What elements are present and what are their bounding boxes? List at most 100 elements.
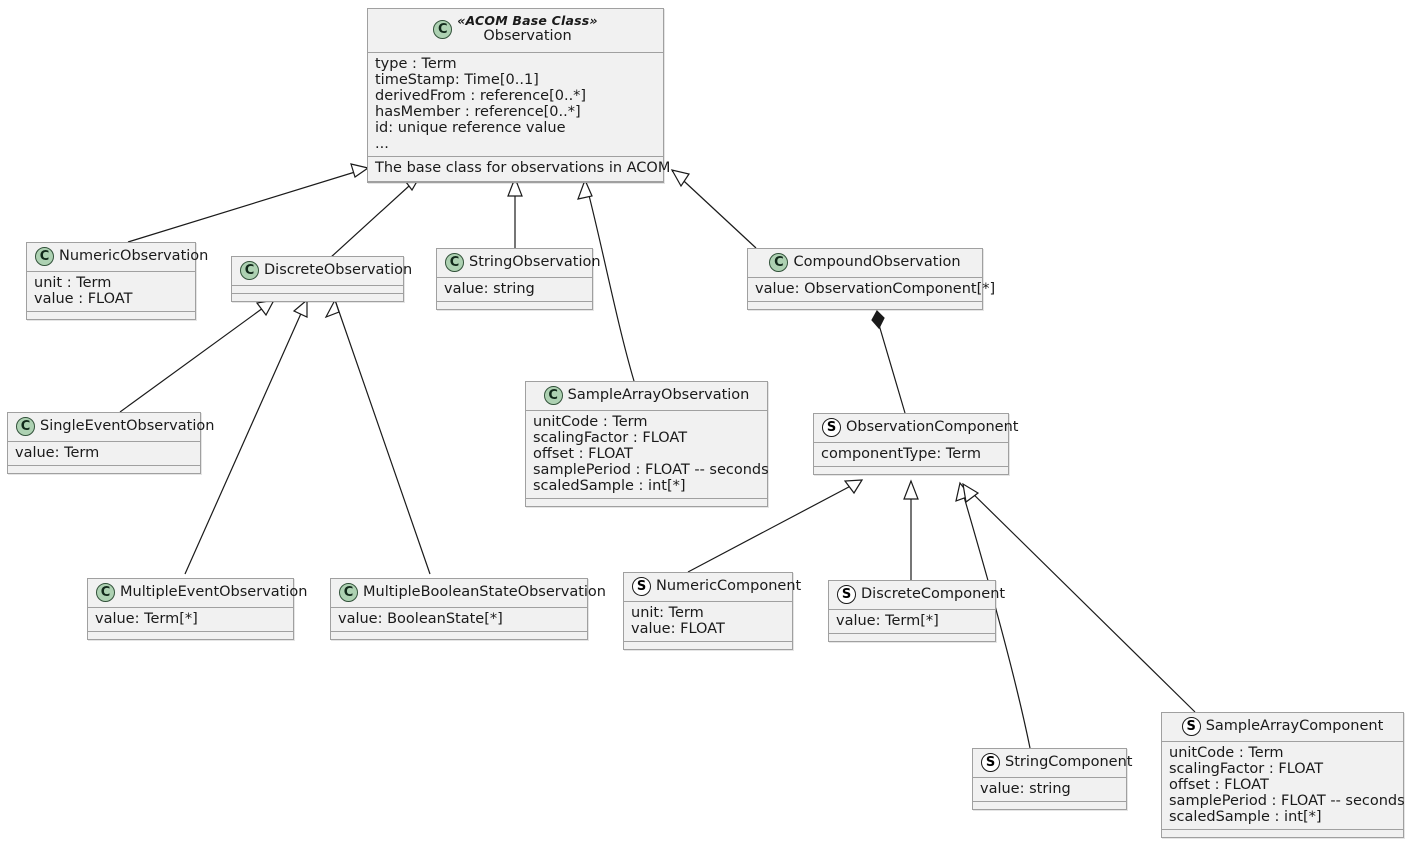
attribute-compartment: value: Term[*] [829,610,995,634]
operations-compartment [232,294,403,301]
attribute-row: scalingFactor : FLOAT [1169,761,1324,777]
struct-observationcomponent[interactable]: S ObservationComponent componentType: Te… [813,413,1018,475]
operations-compartment [814,467,1008,474]
struct-icon-s: S [981,753,1000,772]
class-name: CompoundObservation [793,253,961,270]
class-multipleeventobservation[interactable]: C MultipleEventObservation value: Term[*… [87,578,307,640]
class-header: C «ACOM Base Class» Observation [368,9,663,53]
attribute-row: derivedFrom : reference[0..*] [375,87,587,104]
struct-numericcomponent[interactable]: S NumericComponent unit: Term value: FLO… [623,572,801,650]
attribute-compartment [232,286,403,294]
generalization-arrowhead [962,482,980,504]
attribute-row: offset : FLOAT [533,446,633,462]
class-name: MultipleBooleanStateObservation [363,583,606,600]
operations-compartment [88,632,293,639]
operations-compartment [1162,830,1403,837]
attribute-row: value: Term[*] [95,611,198,627]
attribute-row: unitCode : Term [533,414,648,430]
attribute-row: ... [375,135,389,152]
operations-compartment [624,642,792,649]
struct-stringcomponent[interactable]: S StringComponent value: string [972,748,1132,810]
attribute-compartment: unitCode : Term scalingFactor : FLOAT of… [1162,742,1405,830]
attribute-row: id: unique reference value [375,119,566,136]
operations-compartment [27,312,195,319]
class-header: C CompoundObservation [748,249,982,278]
struct-samplearraycomponent[interactable]: S SampleArrayComponent unitCode : Term s… [1161,712,1405,838]
class-name: NumericComponent [656,577,802,594]
class-samplearrayobservation[interactable]: C SampleArrayObservation unitCode : Term… [525,381,769,507]
class-multiplebooleanstateobservation[interactable]: C MultipleBooleanStateObservation value:… [330,578,606,640]
composition-diamond [871,310,885,330]
struct-icon-s: S [1181,717,1201,736]
class-numericobservation[interactable]: C NumericObservation unit : Term value :… [26,242,208,320]
attribute-compartment: value: Term[*] [88,608,293,632]
attribute-compartment: value: BooleanState[*] [331,608,587,632]
attribute-row: value: string [980,781,1071,797]
class-singleeventobservation[interactable]: C SingleEventObservation value: Term [7,412,214,474]
operations-compartment [829,634,995,641]
generalization-arrowhead [843,479,864,495]
operations-compartment [331,632,587,639]
edge-multiplebooleanstateobservation-discreteobservation [334,299,431,575]
class-icon-c: C [96,583,115,602]
attribute-row: scaledSample : int[*] [1169,809,1322,825]
attribute-row: unitCode : Term [1169,745,1284,761]
class-header: C DiscreteObservation [232,257,412,286]
class-stringobservation[interactable]: C StringObservation value: string [436,248,601,310]
class-header: S DiscreteComponent [829,581,1005,610]
class-name: SampleArrayComponent [1205,717,1384,734]
attribute-compartment: unit: Term value: FLOAT [624,602,792,642]
attribute-row: hasMember : reference[0..*] [375,103,581,120]
attribute-compartment: type : Term timeStamp: Time[0..1] derive… [368,53,663,157]
class-discreteobservation[interactable]: C DiscreteObservation [231,256,412,302]
attribute-row: value: Term [15,445,100,461]
class-header: C SingleEventObservation [8,413,214,442]
class-header: S ObservationComponent [814,414,1018,443]
edge-discreteobservation-observation [329,175,421,259]
operations-compartment [748,302,982,309]
class-name: NumericObservation [59,247,209,264]
class-icon-c: C [445,253,464,272]
attribute-row: type : Term [375,55,457,72]
attribute-row: timeStamp: Time[0..1] [375,71,539,88]
struct-icon-s: S [822,418,841,437]
attribute-compartment: value: Term [8,442,200,466]
generalization-arrowhead [255,299,276,317]
attribute-row: unit : Term [34,275,112,291]
class-name: Observation [483,28,572,45]
attribute-compartment: unitCode : Term scalingFactor : FLOAT of… [526,411,769,499]
attribute-row: samplePeriod : FLOAT -- seconds [533,462,769,478]
class-icon-c: C [16,417,35,436]
attribute-compartment: value: string [437,278,592,302]
attribute-row: value: Term[*] [836,613,939,629]
attribute-row: value: string [444,281,535,297]
class-name: StringComponent [1005,753,1133,770]
operations-compartment [526,499,767,506]
class-name: SingleEventObservation [40,417,215,434]
generalization-arrowhead [324,298,340,319]
class-icon-c: C [543,386,563,405]
attribute-row: scaledSample : int[*] [533,478,686,494]
attribute-row: value: ObservationComponent[*] [755,281,996,297]
struct-icon-s: S [632,577,651,596]
attribute-row: scalingFactor : FLOAT [533,430,688,446]
attribute-compartment: componentType: Term [814,443,1008,467]
class-header: S SampleArrayComponent [1162,713,1403,742]
class-name: StringObservation [469,253,601,270]
class-header: C MultipleEventObservation [88,579,307,608]
class-icon-c: C [433,20,453,40]
struct-icon-s: S [837,585,856,604]
operations-compartment [437,302,592,309]
struct-discretecomponent[interactable]: S DiscreteComponent value: Term[*] [828,580,1005,642]
class-observation[interactable]: C «ACOM Base Class» Observation type : T… [367,8,675,184]
operations-compartment [8,466,200,473]
attribute-row: offset : FLOAT [1169,777,1269,793]
generalization-arrowhead [292,298,308,318]
class-icon-c: C [339,583,358,602]
attribute-row: value : FLOAT [34,291,133,307]
attribute-compartment: value: string [973,778,1126,802]
class-compoundobservation[interactable]: C CompoundObservation value: Observation… [747,248,996,310]
operations-compartment [973,802,1126,809]
class-note: The base class for observations in ACOM. [368,157,675,183]
class-name: SampleArrayObservation [567,386,750,403]
